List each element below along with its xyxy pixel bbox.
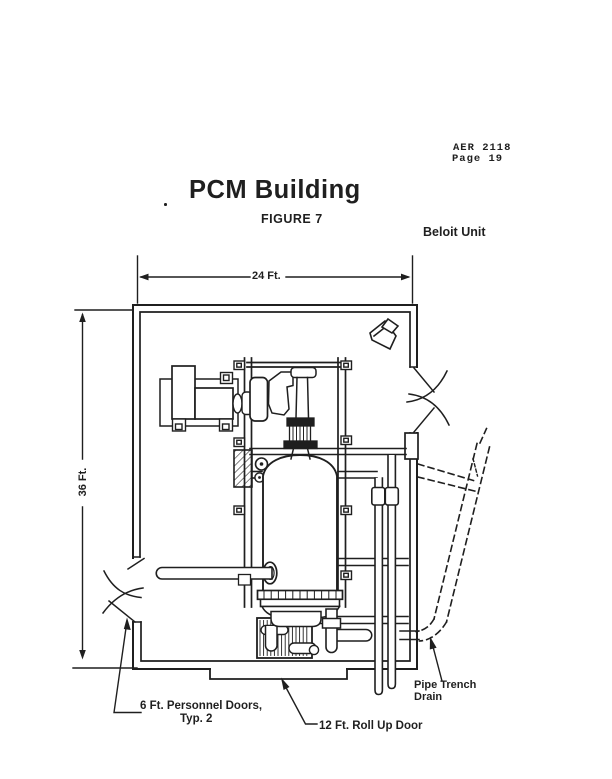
pipe-trench-dashed <box>399 427 491 642</box>
side-pipe <box>155 561 278 586</box>
motor-drive-assembly <box>159 365 317 432</box>
outlet-lobe <box>270 610 322 628</box>
callout-personnel-doors: 6 Ft. Personnel Doors, <box>140 700 263 712</box>
motor-feet <box>171 371 234 432</box>
unit-label: Beloit Unit <box>423 225 486 239</box>
building-walls <box>132 304 419 680</box>
pipe-union <box>384 486 400 506</box>
dimension-height-label: 36 Ft. <box>77 467 89 497</box>
drive-elbow <box>267 371 294 416</box>
callout-pipe-trench-line2: Drain <box>414 690 443 703</box>
arrowhead-down-icon <box>79 650 86 660</box>
vessel-bottom <box>256 589 344 628</box>
motor-body <box>194 387 234 420</box>
standpipes <box>370 454 400 696</box>
u-tube <box>264 625 278 652</box>
fan-unit-icon <box>369 317 400 351</box>
callout-rollup-door: 12 Ft. Roll Up Door <box>319 720 423 732</box>
width-dimension <box>136 255 414 304</box>
pipe-clamp <box>237 573 252 586</box>
leader-arrows <box>113 617 443 725</box>
personnel-door-symbol-left <box>101 557 146 624</box>
arrowhead-icon <box>429 636 437 650</box>
coupling <box>232 393 243 414</box>
callout-pipe-trench-line1: Pipe Trench <box>414 679 477 691</box>
doc-ref-number: AER 2118 <box>453 142 512 154</box>
drain-piping <box>321 608 373 654</box>
page-title: PCM Building <box>189 176 361 204</box>
anchor-tabs <box>233 360 353 581</box>
gear-housing <box>249 376 269 422</box>
vessel-shell <box>262 454 338 593</box>
shaft-flanges <box>283 417 318 460</box>
double-door-symbol-right <box>406 366 450 434</box>
callout-personnel-doors-typ: Typ. 2 <box>180 713 213 725</box>
callout-pipe-trench: Pipe Trench Drain <box>414 679 477 703</box>
dimension-width-label: 24 Ft. <box>252 270 281 282</box>
height-dimension <box>72 309 138 669</box>
shaft-cap <box>290 366 317 379</box>
pump-box <box>233 449 269 488</box>
motor-rear <box>171 365 196 420</box>
arrowhead-right-icon <box>401 273 411 281</box>
heat-exchanger <box>256 617 320 659</box>
scan-speck <box>164 203 167 206</box>
figure-caption: FIGURE 7 <box>261 212 323 226</box>
pipe-union <box>370 486 386 506</box>
arrowhead-icon <box>123 617 131 630</box>
process-vessel <box>262 417 338 593</box>
arrowhead-left-icon <box>139 273 149 281</box>
door-jamb <box>404 432 419 460</box>
arrowhead-icon <box>281 677 290 690</box>
rollup-door-recess <box>209 668 348 680</box>
doc-page-number: Page 19 <box>452 152 504 165</box>
arrowhead-up-icon <box>79 312 86 322</box>
